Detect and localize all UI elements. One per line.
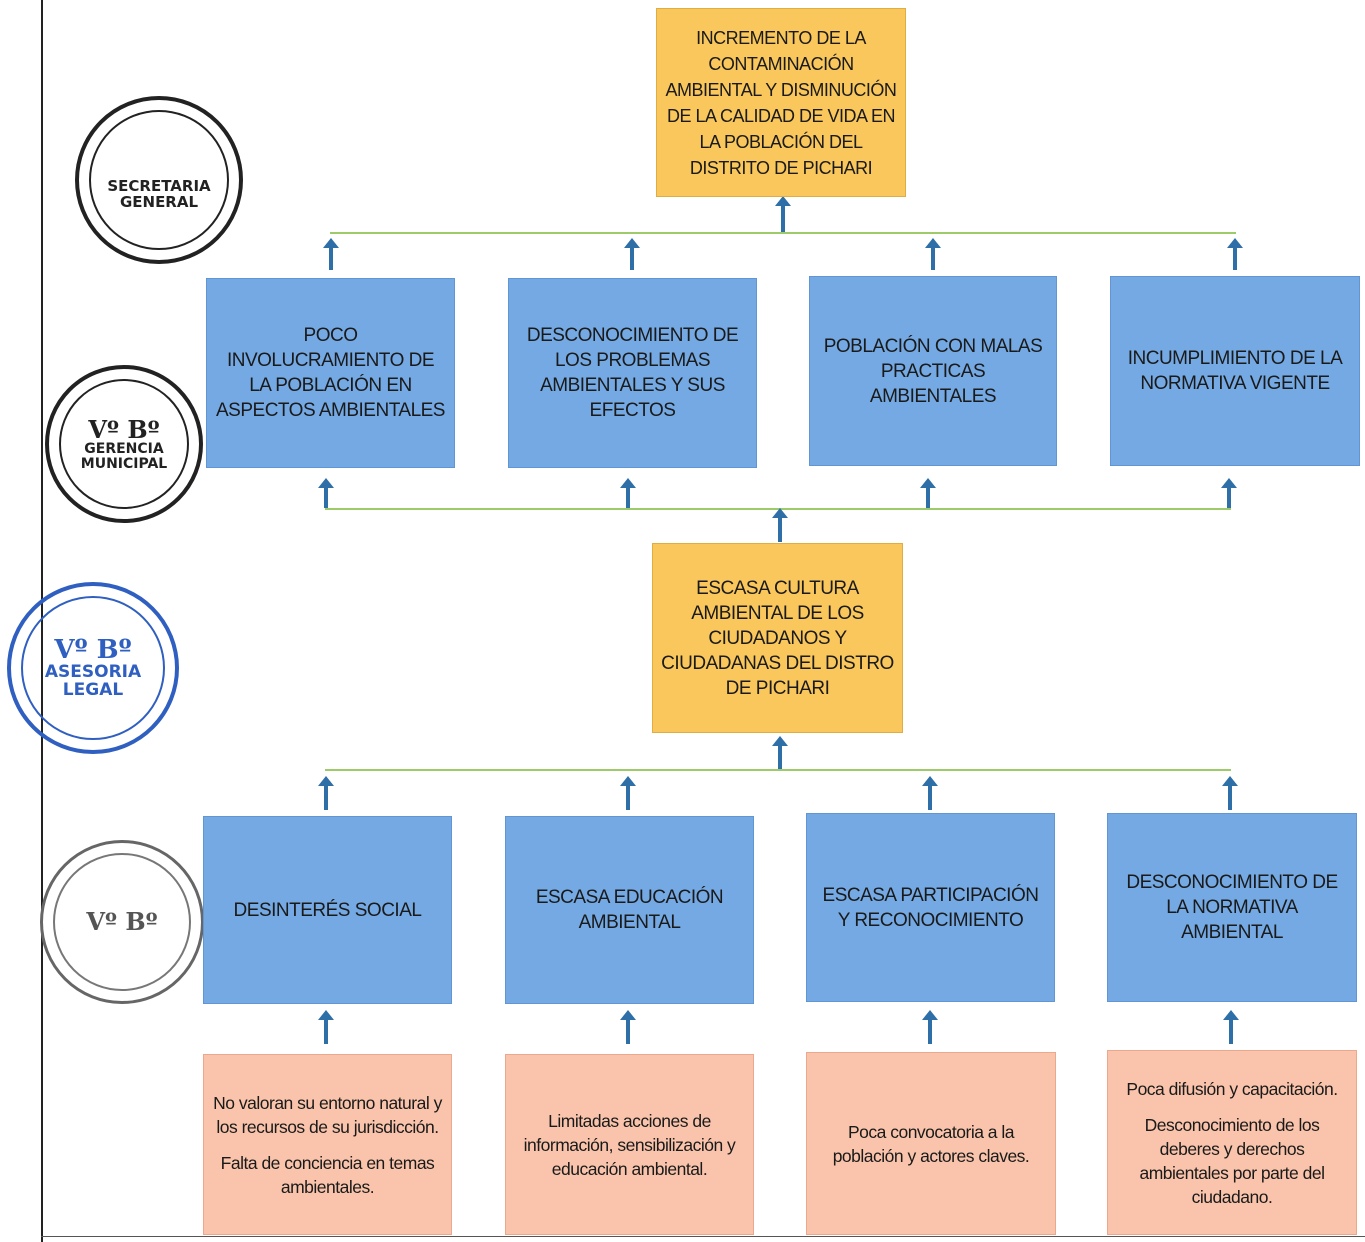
root-cause-text: Poca difusión y capacitación. (1126, 1078, 1338, 1099)
effect-text: POBLACIÓN CON MALAS PRACTICAS AMBIENTALE… (823, 335, 1043, 407)
stamp-text: Vº Bº (86, 907, 158, 937)
effect-text: POCO INVOLUCRAMIENTO DE LA POBLACIÓN EN … (216, 325, 445, 421)
cause-text: ESCASA PARTICIPACIÓN Y RECONOCIMIENTO (822, 884, 1039, 931)
root-cause-text: Limitadas acciones de información, sensi… (523, 1110, 736, 1179)
stamp-text: GENERAL (119, 193, 199, 211)
stamp-secretaria-general: SECRETARIA GENERAL (75, 96, 243, 264)
root-cause-box-3: Poca convocatoria a la población y actor… (806, 1052, 1056, 1235)
root-cause-box-1: No valoran su entorno natural y los recu… (203, 1054, 452, 1235)
cause-box-2: ESCASA EDUCACIÓN AMBIENTAL (505, 816, 754, 1004)
central-problem-text: ESCASA CULTURA AMBIENTAL DE LOS CIUDADAN… (661, 577, 894, 699)
cause-box-1: DESINTERÉS SOCIAL (203, 816, 452, 1004)
root-cause-text: Falta de conciencia en temas ambientales… (220, 1152, 435, 1197)
central-problem-box: ESCASA CULTURA AMBIENTAL DE LOS CIUDADAN… (652, 543, 903, 733)
effect-main-box: INCREMENTO DE LA CONTAMINACIÓN AMBIENTAL… (656, 8, 906, 197)
stamp-text: SECRETARIA (107, 177, 211, 196)
effect-box-3: POBLACIÓN CON MALAS PRACTICAS AMBIENTALE… (809, 276, 1057, 466)
stamp-text: ASESORIA (44, 661, 142, 682)
page-bottom-line (41, 1236, 1365, 1237)
cause-box-3: ESCASA PARTICIPACIÓN Y RECONOCIMIENTO (806, 813, 1055, 1002)
root-cause-text: No valoran su entorno natural y los recu… (213, 1092, 442, 1137)
stamp-gerencia-municipal: Vº Bº GERENCIA MUNICIPAL (45, 365, 203, 523)
effect-main-text: INCREMENTO DE LA CONTAMINACIÓN AMBIENTAL… (665, 27, 897, 178)
cause-text: DESCONOCIMIENTO DE LA NORMATIVA AMBIENTA… (1126, 872, 1338, 943)
stamp-text: GERENCIA (84, 440, 164, 457)
root-cause-box-2: Limitadas acciones de información, sensi… (505, 1054, 754, 1235)
effect-box-4: INCUMPLIMIENTO DE LA NORMATIVA VIGENTE (1110, 276, 1360, 466)
stamp-text: Vº Bº (54, 634, 132, 665)
root-cause-text: Desconocimiento de los deberes y derecho… (1139, 1114, 1325, 1207)
root-cause-text: Poca convocatoria a la población y actor… (832, 1121, 1030, 1166)
stamp-text: MUNICIPAL (80, 455, 168, 472)
effect-box-2: DESCONOCIMIENTO DE LOS PROBLEMAS AMBIENT… (508, 278, 757, 468)
stamp-vb-ambiente: Vº Bº (40, 840, 204, 1004)
root-cause-box-4: Poca difusión y capacitación. Desconocim… (1107, 1050, 1357, 1235)
stamp-text: LEGAL (62, 679, 124, 700)
stamp-asesoria-legal: Vº Bº ASESORIA LEGAL (7, 582, 179, 754)
cause-text: DESINTERÉS SOCIAL (233, 899, 422, 921)
connector-line-effects (330, 232, 1236, 234)
effect-text: DESCONOCIMIENTO DE LOS PROBLEMAS AMBIENT… (526, 325, 739, 421)
stamp-text: Vº Bº (88, 414, 160, 444)
effect-text: INCUMPLIMIENTO DE LA NORMATIVA VIGENTE (1127, 348, 1343, 394)
cause-box-4: DESCONOCIMIENTO DE LA NORMATIVA AMBIENTA… (1107, 813, 1357, 1002)
effect-box-1: POCO INVOLUCRAMIENTO DE LA POBLACIÓN EN … (206, 278, 455, 468)
connector-line-causes (325, 769, 1231, 771)
cause-text: ESCASA EDUCACIÓN AMBIENTAL (535, 887, 724, 933)
